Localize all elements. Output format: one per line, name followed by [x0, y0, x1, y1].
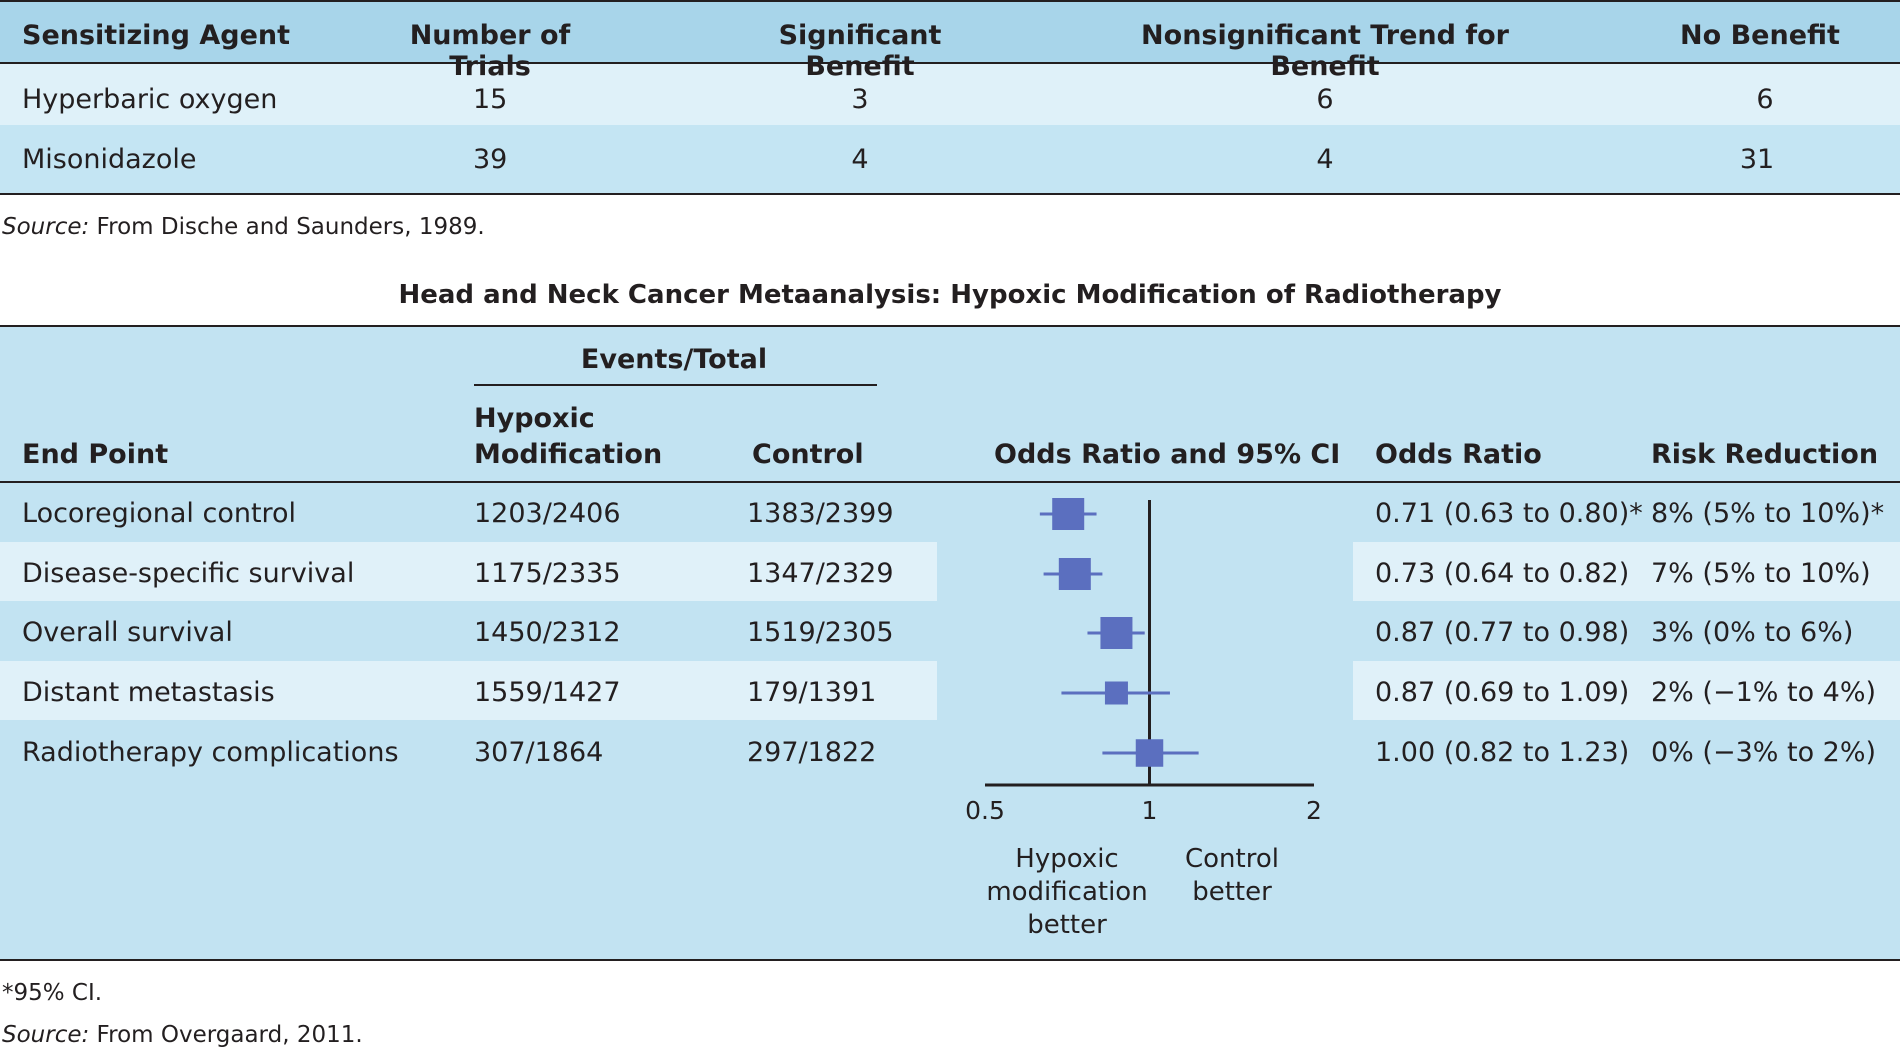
table1-top-rule	[0, 0, 1900, 2]
header-control: Control	[752, 439, 864, 470]
table-cell: 1203/2406	[474, 498, 621, 529]
table1-header-rule	[0, 62, 1900, 64]
table-cell: 307/1864	[474, 737, 604, 768]
table2-title: Head and Neck Cancer Metaanalysis: Hypox…	[398, 280, 1502, 310]
axis-left-label: better	[1027, 910, 1107, 940]
row-highlight	[1353, 661, 1900, 720]
table1-header-band	[0, 2, 1900, 62]
table-cell: 1347/2329	[747, 558, 894, 589]
table-cell: 6	[1316, 84, 1334, 115]
table-cell: 6	[1756, 84, 1774, 115]
table-cell: 8% (5% to 10%)*	[1651, 498, 1885, 529]
header-risk-reduction: Risk Reduction	[1651, 439, 1879, 470]
table2-header-rule	[0, 481, 1900, 483]
source-text: From Overgaard, 2011.	[89, 1022, 363, 1048]
table-cell: Disease-specific survival	[22, 558, 355, 589]
odds-ratio-marker	[1058, 558, 1091, 590]
odds-ratio-marker	[1052, 498, 1085, 530]
table1-row-band	[0, 125, 1900, 193]
axis-left-label: Hypoxic	[1015, 844, 1118, 874]
table-cell: 1.00 (0.82 to 1.23)	[1375, 737, 1630, 768]
axis-right-label: better	[1192, 877, 1272, 907]
row-highlight	[1353, 542, 1900, 601]
table-cell: 0.71 (0.63 to 0.80)*	[1375, 498, 1643, 529]
table-cell: 0.87 (0.69 to 1.09)	[1375, 677, 1630, 708]
table1-header-no-benefit: No Benefit	[1680, 20, 1840, 51]
table2-footnote: *95% CI.	[2, 980, 103, 1006]
table-cell: Radiotherapy complications	[22, 737, 399, 768]
table-cell: Locoregional control	[22, 498, 297, 529]
plot-marks	[1039, 498, 1199, 767]
table-cell: 15	[473, 84, 508, 115]
table1-header-agent: Sensitizing Agent	[22, 20, 291, 51]
header-end-point: End Point	[22, 439, 169, 470]
source-text: From Dische and Saunders, 1989.	[89, 214, 485, 240]
table2-band	[0, 327, 1900, 961]
table-cell: 0% (−3% to 2%)	[1651, 737, 1877, 768]
table-cell: Distant metastasis	[22, 677, 275, 708]
table-cell: 3	[851, 84, 869, 115]
axis-right-label: Control	[1185, 844, 1279, 874]
events-total-header: Events/Total	[580, 344, 768, 375]
table2-top-rule	[0, 325, 1900, 327]
forest-plot: 0.5 1 2 Hypoxic modification better Contro…	[965, 498, 1322, 940]
table-cell: Hyperbaric oxygen	[22, 84, 278, 115]
table-cell: 1559/1427	[474, 677, 621, 708]
table-cell: 7% (5% to 10%)	[1651, 558, 1871, 589]
table-cell: 3% (0% to 6%)	[1651, 617, 1854, 648]
x-tick-label: 1	[1142, 796, 1158, 825]
table-cell: 0.87 (0.77 to 0.98)	[1375, 617, 1630, 648]
x-tick-label: 2	[1306, 796, 1322, 825]
odds-ratio-marker	[1104, 681, 1128, 705]
odds-ratio-marker	[1135, 739, 1164, 767]
table2-source: Source: From Overgaard, 2011.	[2, 1022, 363, 1048]
table-cell: 1450/2312	[474, 617, 621, 648]
x-tick-labels: 0.5 1 2	[965, 796, 1322, 825]
table1-row-band	[0, 64, 1900, 125]
table-cell: 4	[851, 144, 869, 175]
table2-bottom-rule	[0, 959, 1900, 961]
table-cell: 297/1822	[747, 737, 877, 768]
header-hypoxic-line2: Modification	[474, 439, 663, 470]
source-label: Source:	[2, 1022, 90, 1048]
table1-header-trials: Number of Trials	[409, 20, 571, 82]
table-cell: Overall survival	[22, 617, 233, 648]
table-cell: 0.73 (0.64 to 0.82)	[1375, 558, 1630, 589]
table1-bottom-rule	[0, 193, 1900, 195]
header-plot: Odds Ratio and 95% CI	[994, 439, 1341, 470]
table-cell: 4	[1316, 144, 1334, 175]
header-odds-ratio: Odds Ratio	[1375, 439, 1542, 470]
table1-source: Source: From Dische and Saunders, 1989.	[2, 214, 485, 240]
table-cell: 2% (−1% to 4%)	[1651, 677, 1877, 708]
table-cell: Misonidazole	[22, 144, 197, 175]
table-cell: 1519/2305	[747, 617, 894, 648]
row-highlight	[0, 661, 937, 720]
table-cell: 39	[473, 144, 508, 175]
odds-ratio-marker	[1100, 617, 1133, 649]
table1-header-trend: Nonsignificant Trend for Benefit	[1141, 20, 1509, 82]
table-cell: 31	[1739, 144, 1775, 175]
row-highlight	[0, 542, 937, 601]
x-tick-label: 0.5	[965, 796, 1005, 825]
axis-left-label: modification	[986, 877, 1147, 907]
table-cell: 1175/2335	[474, 558, 621, 589]
table-cell: 179/1391	[747, 677, 877, 708]
source-label: Source:	[2, 214, 90, 240]
table1-header-significant: Significant Benefit	[778, 20, 942, 82]
events-total-underline	[474, 384, 877, 386]
table-cell: 1383/2399	[747, 498, 894, 529]
header-hypoxic-line1: Hypoxic	[474, 403, 595, 434]
